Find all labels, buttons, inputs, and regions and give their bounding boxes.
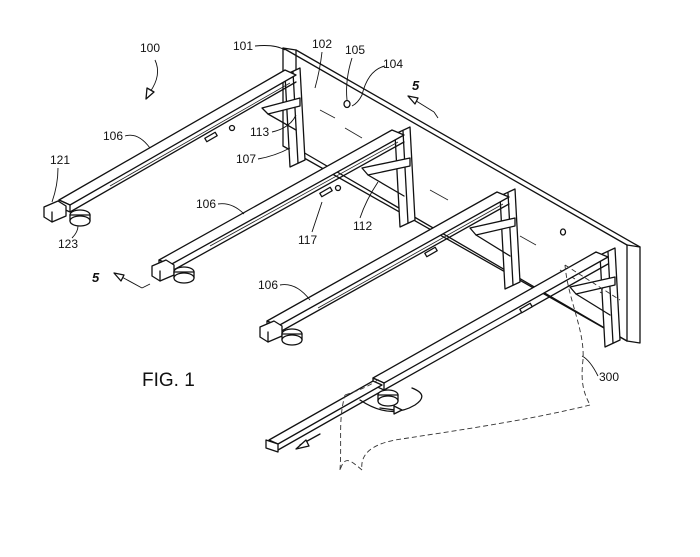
label-112: 112 bbox=[353, 219, 372, 233]
label-106-b: 106 bbox=[196, 197, 216, 211]
wall-panel bbox=[283, 48, 640, 343]
label-113: 113 bbox=[250, 125, 269, 139]
label-102: 102 bbox=[312, 37, 332, 51]
label-123: 123 bbox=[58, 237, 78, 251]
label-300: 300 bbox=[599, 370, 619, 384]
arm-assembly-4 bbox=[266, 248, 620, 452]
label-101: 101 bbox=[233, 39, 253, 53]
label-106-a: 106 bbox=[103, 129, 123, 143]
label-105: 105 bbox=[345, 43, 365, 57]
hole-right bbox=[561, 229, 566, 235]
label-106-c: 106 bbox=[258, 278, 278, 292]
label-100: 100 bbox=[140, 41, 160, 55]
label-107: 107 bbox=[236, 152, 256, 166]
hole-105 bbox=[344, 101, 350, 108]
label-117: 117 bbox=[298, 233, 317, 247]
label-104: 104 bbox=[383, 57, 403, 71]
label-5-left: 5 bbox=[92, 270, 100, 285]
label-5-top: 5 bbox=[412, 78, 420, 93]
figure-caption: FIG. 1 bbox=[142, 370, 195, 391]
label-121: 121 bbox=[50, 153, 70, 167]
